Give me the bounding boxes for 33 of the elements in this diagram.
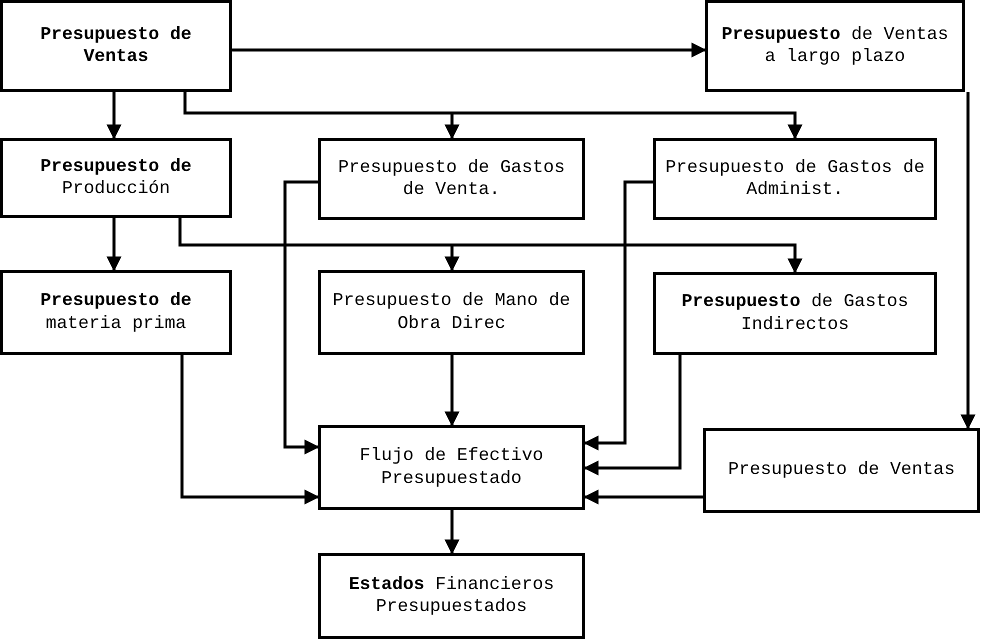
process-box [318, 425, 585, 510]
process-box [653, 272, 937, 355]
box-label: Presupuesto de Gastos de Venta. [337, 156, 566, 202]
arrow [584, 355, 682, 476]
arrow [106, 218, 122, 272]
box-label: Presupuesto de materia prima [39, 290, 193, 335]
box-label: Flujo de Efectivo Presupuestado [358, 445, 544, 490]
process-box [0, 0, 232, 92]
process-box [0, 138, 232, 218]
box-label: Presupuesto de Gastos de Administ. [664, 156, 926, 202]
arrow [180, 355, 320, 504]
process-box [653, 138, 937, 220]
arrow [232, 42, 706, 58]
process-box [705, 0, 965, 92]
box-label: Presupuesto de Producción [39, 156, 193, 200]
arrow [284, 180, 320, 454]
arrow [444, 510, 460, 554]
process-box [703, 428, 980, 513]
arrow [584, 180, 653, 450]
box-label: Presupuesto de Ventas a largo plazo [720, 24, 950, 68]
arrow [584, 490, 703, 504]
process-box [318, 138, 585, 220]
box-label: Presupuesto de Mano de Obra Direc [332, 290, 572, 335]
arrow [106, 92, 122, 140]
box-label: Presupuesto de Gastos Indirectos [680, 291, 910, 336]
box-label: Presupuesto de Ventas [39, 24, 193, 68]
box-label: Presupuesto de Ventas [728, 459, 955, 482]
arrow [444, 355, 460, 426]
box-label: Estados Financieros Presupuestados [348, 574, 556, 618]
process-box [318, 270, 585, 355]
process-box [0, 270, 232, 355]
process-box [318, 553, 585, 639]
arrow [960, 92, 976, 430]
